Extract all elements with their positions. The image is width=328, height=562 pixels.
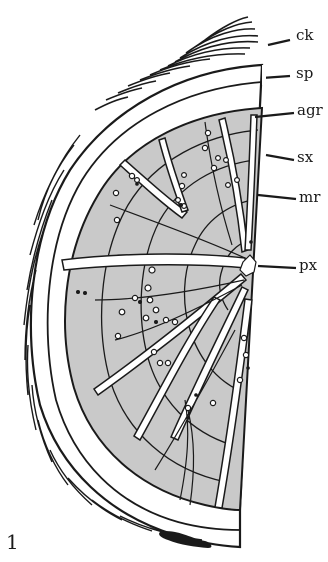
label-agr: agr [297, 103, 323, 118]
label-mr: mr [299, 190, 320, 205]
label-px: px [299, 258, 317, 273]
label-sx: sx [297, 150, 313, 165]
panel-label: 1 [6, 532, 19, 552]
label-sp: sp [296, 66, 313, 81]
right-cut-edge [262, 65, 266, 85]
label-ck: ck [296, 28, 314, 43]
